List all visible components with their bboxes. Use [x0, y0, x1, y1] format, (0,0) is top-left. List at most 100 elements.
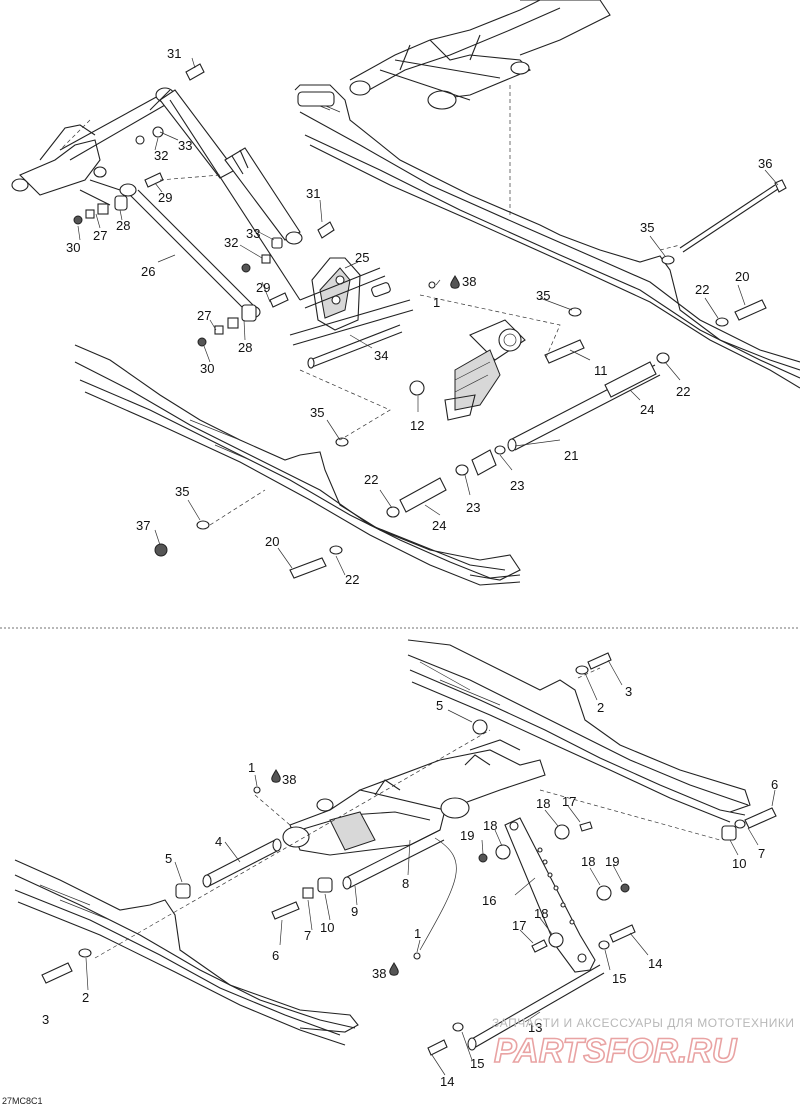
part-label: 5 [165, 851, 172, 866]
part-label: 18 [534, 906, 548, 921]
part-label: 35 [536, 288, 550, 303]
part-label: 8 [402, 876, 409, 891]
part-label: 23 [510, 478, 524, 493]
part-label: 29 [256, 280, 270, 295]
part-label: 12 [410, 418, 424, 433]
part-label: 35 [310, 405, 324, 420]
watermark: ЗАПЧАСТИ И АКСЕССУАРЫ ДЛЯ МОТОТЕХНИКИ PA… [492, 1016, 794, 1071]
part-label: 38 [282, 772, 296, 787]
part-label: 26 [141, 264, 155, 279]
part-label: 27 [197, 308, 211, 323]
rear-arm [282, 739, 546, 856]
part-label: 15 [470, 1056, 484, 1071]
grease-drop-icon [450, 275, 460, 289]
part-label: 19 [605, 854, 619, 869]
bottom-hardware [41, 652, 777, 1056]
link-rod [119, 183, 261, 319]
bottom-dashed-lines [94, 667, 721, 959]
pivot-bracket [299, 257, 391, 331]
rear-shock-absorber [444, 319, 526, 421]
part-label: 31 [167, 46, 181, 61]
top-hardware [73, 63, 767, 579]
axle-21 [386, 352, 670, 518]
part-label: 20 [735, 269, 749, 284]
top-assembly [11, 0, 800, 586]
part-label: 38 [462, 274, 476, 289]
part-label: 17 [512, 918, 526, 933]
bottom-labels: 3 2 5 1 38 4 5 6 7 10 9 8 18 17 19 18 16… [42, 684, 778, 1089]
watermark-logo: PARTSFOR.RU [494, 1032, 738, 1070]
part-label: 32 [224, 235, 238, 250]
rail-right-upper [294, 84, 800, 389]
part-label: 1 [433, 295, 440, 310]
part-label: 9 [351, 904, 358, 919]
figure-code: 27MC8C1 [2, 1096, 43, 1106]
part-label: 3 [625, 684, 632, 699]
top-dashed-lines [59, 85, 681, 526]
part-label: 29 [158, 190, 172, 205]
part-label: 17 [562, 794, 576, 809]
part-label: 24 [432, 518, 446, 533]
part-label: 4 [215, 834, 222, 849]
part-label: 33 [246, 226, 260, 241]
part-label: 27 [93, 228, 107, 243]
part-label: 38 [372, 966, 386, 981]
part-label: 31 [306, 186, 320, 201]
top-shock-absorber [159, 89, 303, 301]
rail-left-lower [14, 859, 359, 1046]
part-label: 10 [320, 920, 334, 935]
watermark-text: ЗАПЧАСТИ И АКСЕССУАРЫ ДЛЯ МОТОТЕХНИКИ [492, 1016, 794, 1030]
part-label: 30 [200, 361, 214, 376]
part-label: 30 [66, 240, 80, 255]
part-label: 11 [594, 363, 608, 378]
part-label: 18 [581, 854, 595, 869]
long-bolt-36 [679, 179, 787, 253]
top-labels: 31 32 33 29 30 27 28 26 31 33 32 29 25 3… [66, 46, 772, 587]
part-label: 1 [414, 926, 421, 941]
front-arm-bracket [11, 87, 175, 206]
part-label: 2 [82, 990, 89, 1005]
top-leaders [77, 57, 779, 576]
part-label: 16 [482, 893, 496, 908]
part-label: 5 [436, 698, 443, 713]
part-label: 18 [536, 796, 550, 811]
part-label: 28 [238, 340, 252, 355]
part-label: 22 [345, 572, 359, 587]
part-label: 22 [695, 282, 709, 297]
part-label: 37 [136, 518, 150, 533]
part-label: 10 [732, 856, 746, 871]
upper-arm-top-right [349, 0, 611, 110]
part-label: 18 [483, 818, 497, 833]
part-label: 20 [265, 534, 279, 549]
part-label: 35 [640, 220, 654, 235]
part-label: 2 [597, 700, 604, 715]
part-label: 22 [676, 384, 690, 399]
rail-right-lower [407, 639, 751, 823]
part-label: 21 [564, 448, 578, 463]
part-label: 23 [466, 500, 480, 515]
part-label: 28 [116, 218, 130, 233]
part-label: 33 [178, 138, 192, 153]
part-label: 7 [758, 846, 765, 861]
bottom-assembly [14, 639, 777, 1076]
part-label: 1 [248, 760, 255, 775]
grease-drop-icon-upper [271, 769, 281, 783]
part-label: 14 [648, 956, 662, 971]
part-label: 35 [175, 484, 189, 499]
grease-drop-icon-lower [389, 962, 399, 976]
part-label: 6 [272, 948, 279, 963]
part-label: 25 [355, 250, 369, 265]
part-label: 13 [528, 1020, 542, 1035]
part-label: 7 [304, 928, 311, 943]
link-plate [504, 817, 596, 973]
part-label: 34 [374, 348, 388, 363]
rail-left-upper [74, 344, 521, 586]
part-label: 24 [640, 402, 654, 417]
part-label: 15 [612, 971, 626, 986]
shafts-4-9 [202, 829, 605, 1051]
part-label: 36 [758, 156, 772, 171]
section-number: 3 [42, 1012, 49, 1027]
part-label: 22 [364, 472, 378, 487]
axle-34 [289, 299, 414, 369]
